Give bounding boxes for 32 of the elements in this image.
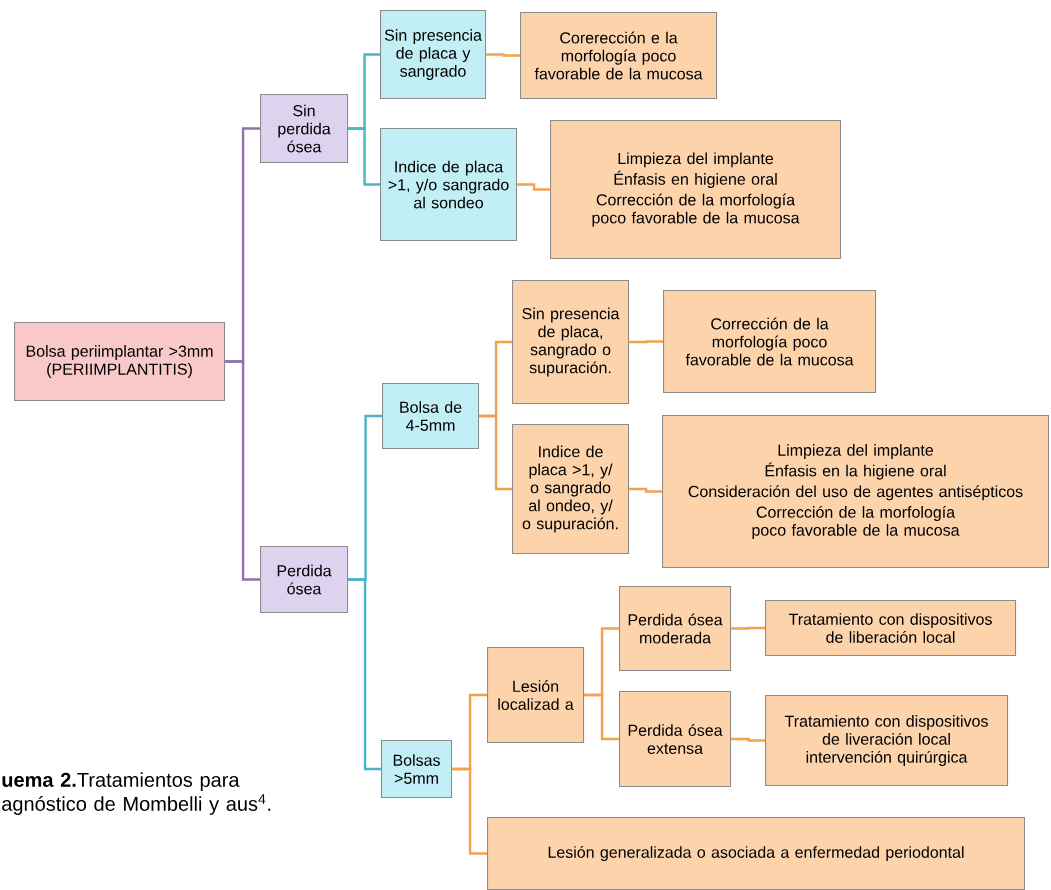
condition-box: Bolsa de 4-5mm bbox=[382, 383, 480, 450]
treatment-box: Corerección e la morfología poco favorable de la mucosa bbox=[520, 12, 718, 100]
condition-box: Indice de placa >1, y/o sangrado al sondeo bbox=[380, 128, 518, 242]
treatment-box: Limpieza del implante Énfasis en higiene oral Corrección de la morfología poco favorable de la mucosa bbox=[550, 120, 842, 260]
connector bbox=[486, 53, 520, 57]
condition-box: Perdida ósea moderada bbox=[619, 586, 732, 672]
connector bbox=[629, 340, 663, 344]
connector bbox=[629, 487, 662, 493]
condition-box: Bolsas >5mm bbox=[381, 740, 453, 799]
connector bbox=[731, 626, 765, 630]
treatment-box: Tratamiento con dispositivos de liberación local bbox=[765, 600, 1017, 657]
treatment-box: Lesión generalizada o asociada a enfermedad periodontal bbox=[487, 817, 1026, 890]
condition-box: Lesión localizad a bbox=[487, 647, 585, 744]
caption: uema 2.Tratamientos para agnóstico de Mombelli y aus$^{4}$. bbox=[2, 772, 271, 815]
connector bbox=[584, 693, 619, 741]
treatment-box: Tratamiento con dispositivos de liveración local intervención quirúrgica bbox=[765, 695, 1009, 787]
condition-box: Indice de placa >1, y/ o sangrado al ondeo, y/ o supuración. bbox=[512, 424, 630, 555]
condition-box: Sin presencia de placa y sangrado bbox=[380, 10, 487, 100]
connector bbox=[348, 127, 380, 186]
connector bbox=[452, 767, 487, 855]
connector bbox=[479, 414, 512, 491]
condition-box: Sin presencia de placa, sangrado o supuración. bbox=[512, 280, 630, 405]
category-box: Perdida ósea bbox=[260, 546, 349, 614]
condition-box: Perdida ósea extensa bbox=[619, 691, 732, 788]
connector bbox=[731, 737, 765, 742]
connector bbox=[225, 360, 260, 581]
treatment-box: Limpieza del implante Énfasis en la higiene oral Consideración del uso de agentes antisépticos Corrección de la morfología poco favorable de la mucosa bbox=[662, 415, 1050, 569]
category-box: Sin perdida ósea bbox=[260, 94, 349, 164]
connector bbox=[517, 183, 550, 191]
root-box: Bolsa periimplantar >3mm (PERIIMPLANTITIS) bbox=[14, 322, 226, 402]
treatment-box: Corrección de la morfología poco favorable de la mucosa bbox=[663, 290, 877, 394]
connector bbox=[348, 578, 381, 771]
